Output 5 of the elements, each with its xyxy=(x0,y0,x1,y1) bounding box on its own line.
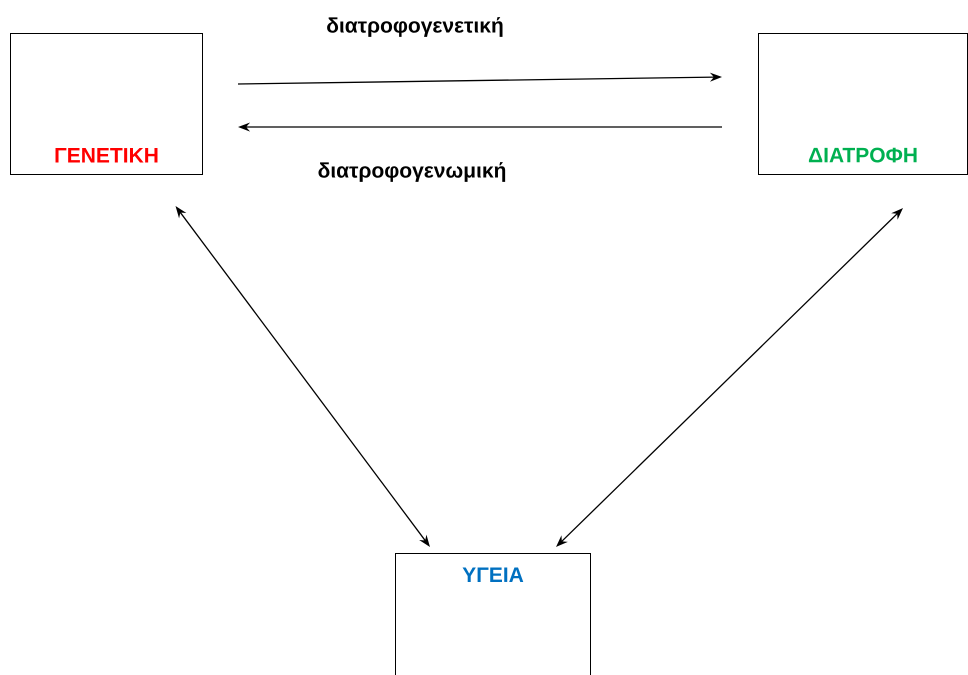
edge-label: διατροφογενωμική xyxy=(316,160,508,184)
edge-label: διατροφογενετική xyxy=(324,15,506,39)
text-box: ΥΓΕΙΑ xyxy=(395,553,591,675)
text-box: ΔΙΑΤΡΟΦΗ xyxy=(758,33,968,175)
text-box: ΓΕΝΕΤΙΚΗ xyxy=(10,33,203,175)
